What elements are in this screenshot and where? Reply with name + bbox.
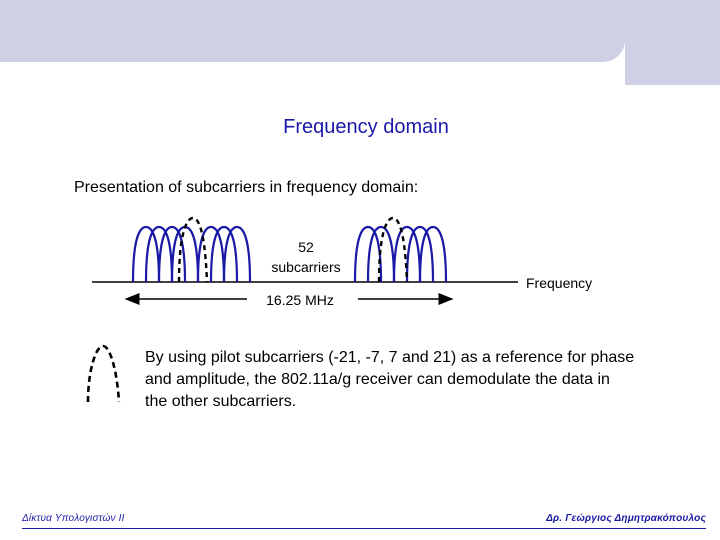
header-band xyxy=(0,0,625,62)
pilot-subcarrier xyxy=(177,216,209,283)
subcarrier-group-left xyxy=(131,225,252,283)
subcarrier xyxy=(222,225,252,283)
frequency-axis-label: Frequency xyxy=(526,275,592,291)
subcarrier xyxy=(392,225,422,283)
footer-divider xyxy=(22,528,706,529)
header-corner-block xyxy=(625,0,720,85)
subcarrier xyxy=(405,225,435,283)
subcarrier-group-right xyxy=(353,225,448,283)
pilot-legend-icon xyxy=(86,344,121,403)
subcarrier xyxy=(157,225,187,283)
pilot-explanation: By using pilot subcarriers (-21, -7, 7 a… xyxy=(145,349,635,410)
subcarrier xyxy=(196,225,226,283)
pilot-group-left xyxy=(177,216,209,283)
footer-author: Δρ. Γεώργιος Δημητρακόπουλος xyxy=(546,513,706,524)
footer-course: Δίκτυα Υπολογιστών ΙΙ xyxy=(22,513,125,524)
subcarrier xyxy=(144,225,174,283)
slide-subtitle: Presentation of subcarriers in frequency… xyxy=(74,179,419,196)
bandwidth-label: 16.25 MHz xyxy=(266,292,334,308)
subcarrier xyxy=(131,225,161,283)
subcarrier-count-label: subcarriers xyxy=(271,259,340,275)
pilot-subcarrier xyxy=(377,216,409,283)
slide-title: Frequency domain xyxy=(283,116,449,138)
subcarrier xyxy=(418,225,448,283)
subcarrier-count-number: 52 xyxy=(298,239,314,255)
subcarrier xyxy=(209,225,239,283)
subcarrier xyxy=(366,225,396,283)
pilot-group-right xyxy=(377,216,409,283)
